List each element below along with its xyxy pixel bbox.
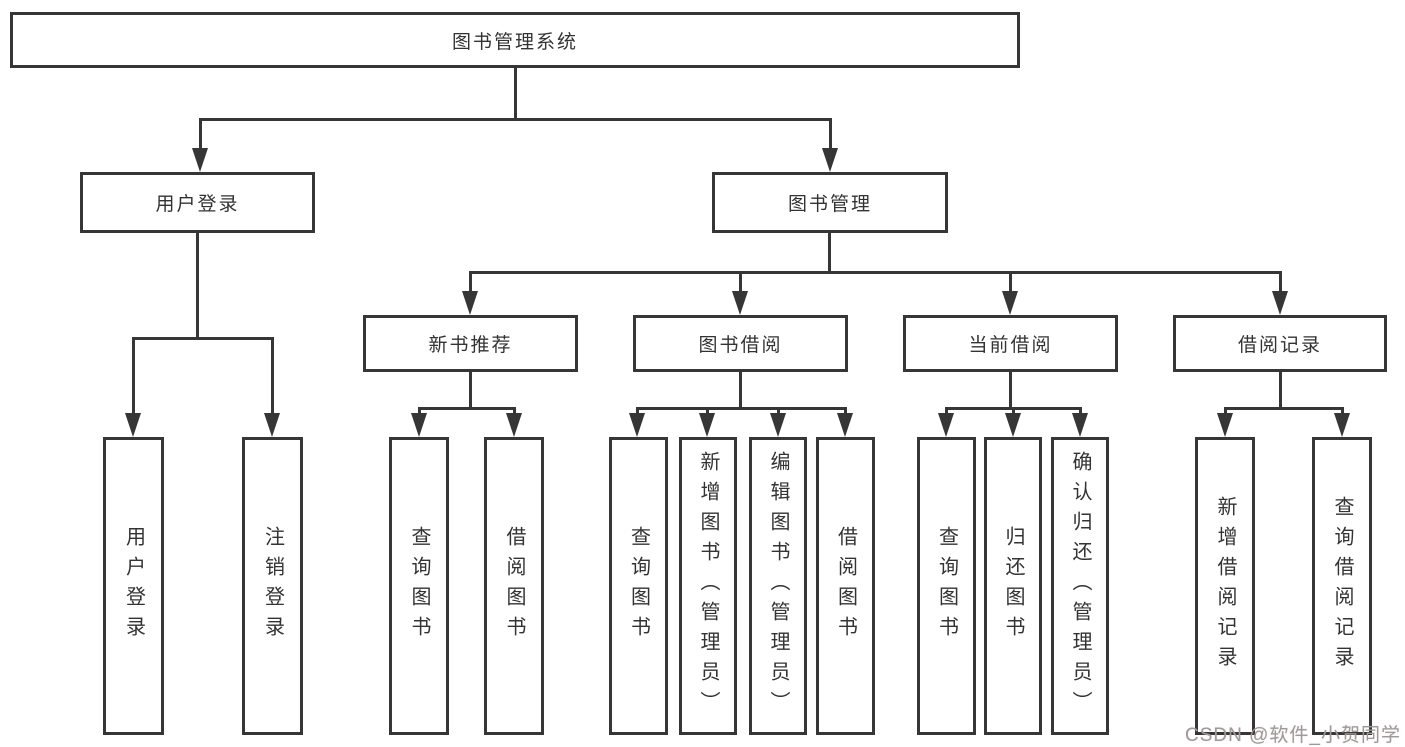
connector-line — [739, 372, 742, 407]
node-root: 图书管理系统 — [10, 12, 1020, 68]
leaf-current-query: 查询图书 — [917, 437, 976, 735]
connector-line — [513, 407, 516, 415]
arrowhead-down-icon — [699, 413, 715, 437]
leaf-current-return-label: 归还图书 — [1002, 526, 1024, 646]
connector-line — [706, 407, 709, 415]
connector-line — [844, 407, 847, 415]
connector-line — [199, 118, 202, 150]
arrowhead-down-icon — [506, 413, 522, 437]
connector-line — [1279, 271, 1282, 293]
leaf-borrow-add: 新增图书（管理员） — [679, 437, 737, 735]
arrowhead-down-icon — [462, 291, 478, 315]
arrowhead-down-icon — [1072, 413, 1088, 437]
node-user-login: 用户登录 — [80, 172, 315, 233]
arrowhead-down-icon — [837, 413, 853, 437]
connector-line — [469, 271, 472, 293]
node-borrow-record-label: 借阅记录 — [1237, 335, 1322, 356]
connector-line — [777, 407, 780, 415]
arrowhead-down-icon — [1217, 413, 1233, 437]
leaf-newbook-query: 查询图书 — [389, 437, 449, 735]
leaf-current-return: 归还图书 — [984, 437, 1042, 735]
arrowhead-down-icon — [822, 148, 838, 172]
leaf-borrow-edit-label: 编辑图书（管理员） — [767, 451, 789, 721]
connector-line — [1012, 407, 1015, 415]
connector-line — [271, 337, 274, 415]
arrowhead-down-icon — [264, 413, 280, 437]
node-root-label: 图书管理系统 — [451, 31, 578, 53]
arrowhead-down-icon — [125, 413, 141, 437]
connector-line — [1009, 372, 1012, 407]
connector-line — [196, 233, 199, 337]
connector-line — [514, 68, 517, 118]
node-book-mgmt: 图书管理 — [712, 172, 948, 233]
connector-line — [828, 233, 831, 271]
leaf-current-confirm-label: 确认归还（管理员） — [1069, 451, 1091, 721]
leaf-newbook-borrow: 借阅图书 — [484, 437, 544, 735]
leaf-borrow-add-label: 新增图书（管理员） — [697, 451, 719, 721]
connector-line — [418, 407, 421, 415]
leaf-newbook-borrow-label: 借阅图书 — [503, 526, 525, 646]
connector-line — [829, 118, 832, 150]
arrowhead-down-icon — [1272, 291, 1288, 315]
arrowhead-down-icon — [192, 148, 208, 172]
leaf-borrow-borrow: 借阅图书 — [816, 437, 875, 735]
connector-line — [418, 407, 516, 410]
arrowhead-down-icon — [1334, 413, 1350, 437]
connector-line — [132, 337, 135, 415]
connector-line — [469, 372, 472, 407]
node-borrow-record: 借阅记录 — [1173, 315, 1387, 372]
arrowhead-down-icon — [1002, 291, 1018, 315]
connector-line — [945, 407, 948, 415]
arrowhead-down-icon — [411, 413, 427, 437]
arrowhead-down-icon — [629, 413, 645, 437]
leaf-user-login-label: 用户登录 — [122, 526, 145, 646]
node-book-borrow-label: 图书借阅 — [698, 335, 783, 356]
leaf-borrow-query: 查询图书 — [609, 437, 668, 735]
node-current-borrow: 当前借阅 — [903, 315, 1118, 372]
leaf-borrow-edit: 编辑图书（管理员） — [749, 437, 807, 735]
connector-line — [1224, 407, 1227, 415]
node-user-login-label: 用户登录 — [155, 194, 240, 215]
leaf-user-login: 用户登录 — [103, 437, 164, 735]
leaf-borrow-borrow-label: 借阅图书 — [834, 526, 857, 646]
node-book-mgmt-label: 图书管理 — [787, 194, 872, 215]
leaf-record-query: 查询借阅记录 — [1312, 437, 1372, 735]
leaf-logout-label: 注销登录 — [261, 526, 284, 646]
leaf-borrow-query-label: 查询图书 — [627, 526, 650, 646]
leaf-newbook-query-label: 查询图书 — [408, 526, 430, 646]
arrowhead-down-icon — [1005, 413, 1021, 437]
connector-line — [739, 271, 742, 293]
connector-line — [1279, 372, 1282, 407]
node-current-borrow-label: 当前借阅 — [968, 335, 1053, 356]
connector-line — [1341, 407, 1344, 415]
connector-line — [1079, 407, 1082, 415]
leaf-record-query-label: 查询借阅记录 — [1331, 496, 1353, 676]
leaf-record-add: 新增借阅记录 — [1195, 437, 1255, 735]
node-new-book: 新书推荐 — [363, 315, 578, 372]
connector-line — [469, 271, 1282, 274]
connector-line — [636, 407, 846, 410]
leaf-logout: 注销登录 — [242, 437, 303, 735]
connector-line — [199, 118, 831, 121]
connector-line — [132, 337, 274, 340]
leaf-record-add-label: 新增借阅记录 — [1214, 496, 1236, 676]
arrowhead-down-icon — [732, 291, 748, 315]
leaf-current-query-label: 查询图书 — [935, 526, 958, 646]
connector-line — [1224, 407, 1343, 410]
arrowhead-down-icon — [938, 413, 954, 437]
arrowhead-down-icon — [770, 413, 786, 437]
node-new-book-label: 新书推荐 — [428, 335, 513, 356]
connector-line — [1009, 271, 1012, 293]
connector-line — [636, 407, 639, 415]
watermark: CSDN @软件_小贺同学 — [1185, 725, 1401, 746]
node-book-borrow: 图书借阅 — [633, 315, 848, 372]
leaf-current-confirm: 确认归还（管理员） — [1051, 437, 1109, 735]
